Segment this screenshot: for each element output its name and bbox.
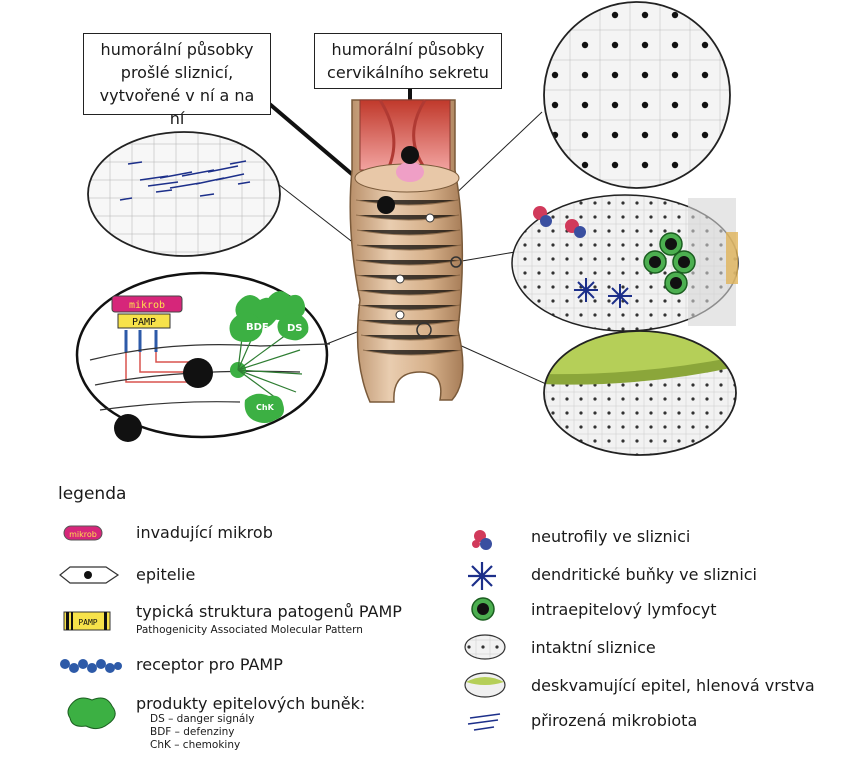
lymphocyte-icon — [471, 597, 495, 621]
callout-left-line-1: humorální působky — [100, 40, 254, 59]
legend-sub-ds: DS – danger signály — [150, 713, 255, 725]
legend-pamp-tag: PAMP — [78, 618, 97, 627]
callout-left-line-2: prošlé sliznicí, — [120, 63, 234, 82]
panel-intact-mucosa — [543, 1, 731, 189]
connector-right — [455, 251, 516, 263]
marker-dot-left — [377, 196, 395, 214]
legend-label-invading-microbe: invadující mikrob — [136, 523, 273, 542]
legend-sub-chk: ChK – chemokiny — [150, 739, 241, 751]
legend-sub-pamp: Pathogenicity Associated Molecular Patte… — [136, 624, 363, 636]
intact-mucosa-icon — [464, 634, 506, 660]
legend-title: legenda — [58, 484, 127, 504]
panel-desquamating — [543, 330, 737, 456]
legend-label-pamp: typická struktura patogenů PAMP — [136, 602, 402, 621]
epithelium-icon — [59, 566, 120, 584]
bdf-label: BDF — [246, 322, 269, 333]
marker-dot-top — [401, 146, 419, 164]
callout-right-line-2: cervikálního sekretu — [327, 63, 489, 82]
legend-mikrob-tag: mikrob — [69, 530, 97, 539]
legend-label-dendritic: dendritické buňky ve sliznici — [531, 565, 757, 584]
neutrophils — [533, 206, 586, 238]
legend-icons: mikrob PAMP — [59, 525, 506, 731]
cervical-canal — [349, 99, 464, 403]
legend-label-desquamating: deskvamující epitel, hlenová vrstva — [531, 676, 815, 695]
panel-microbiota — [87, 131, 281, 257]
legend-label-receptor: receptor pro PAMP — [136, 655, 283, 674]
legend-label-epithelium: epitelie — [136, 565, 196, 584]
dendritic-cells — [574, 278, 632, 308]
legend-label-products: produkty epitelových buněk: — [136, 694, 366, 713]
legend-label-lymphocyte: intraepitelový lymfocyt — [531, 600, 717, 619]
dendritic-cell-icon — [468, 562, 496, 590]
mikrob-tag: mikrob — [129, 300, 165, 311]
legend-sub-bdf: BDF – defenziny — [150, 726, 235, 738]
ds-label: DS — [287, 323, 303, 334]
epithelial-products-icon — [67, 697, 116, 730]
callout-cervical-humoral: humorální působky cervikálního sekretu — [314, 33, 502, 89]
desquamating-epithelium-icon — [464, 672, 506, 698]
chk-label: ChK — [256, 403, 275, 412]
legend-label-neutrophils: neutrofily ve sliznici — [531, 527, 691, 546]
microbiota-icon — [467, 713, 501, 731]
pamp-structure-icon: PAMP — [63, 611, 111, 631]
neutrophil-icon — [472, 530, 492, 550]
panel-pamp: mikrob PAMP BDF DS ChK — [75, 271, 331, 442]
panel-immune-cells — [511, 194, 739, 332]
pamp-tag: PAMP — [132, 317, 156, 328]
lymphocytes — [643, 232, 696, 295]
callout-right-line-1: humorální působky — [331, 40, 485, 59]
callout-mucosal-humoral: humorální působky prošlé sliznicí, vytvo… — [83, 33, 271, 128]
callout-left-line-3: vytvořené v ní a na ní — [99, 86, 255, 128]
invading-microbe-icon: mikrob — [63, 525, 103, 541]
legend-label-intact-mucosa: intaktní sliznice — [531, 638, 656, 657]
pamp-receptor-icon — [60, 659, 122, 673]
legend-label-microbiota: přirozená mikrobiota — [531, 711, 698, 730]
